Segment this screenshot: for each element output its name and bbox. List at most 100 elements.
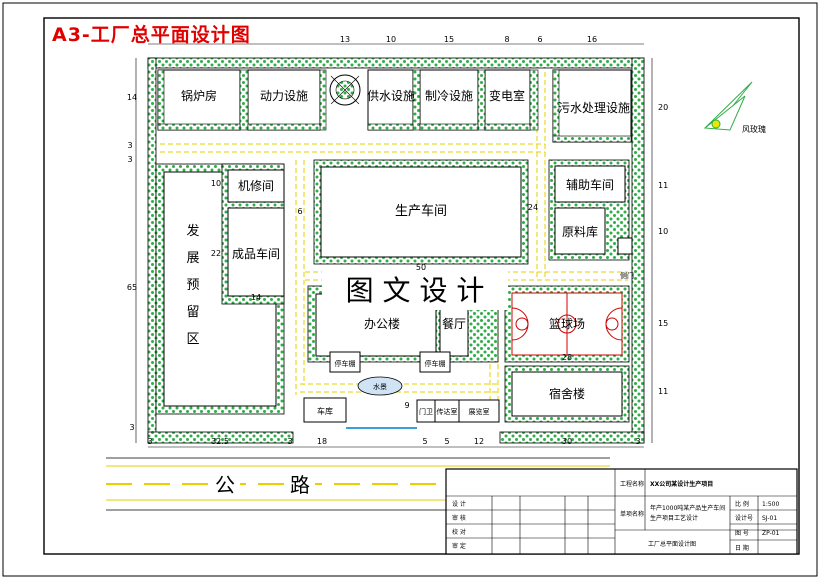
label-power: 动力设施 — [260, 89, 308, 103]
tb-right-label-1: 比 例 — [735, 500, 749, 508]
tb-sub-name-1: 年产1000吨某产品生产车间 — [650, 504, 725, 512]
round-feature-icon — [329, 74, 361, 106]
label-canteen: 餐厅 — [442, 316, 466, 331]
dim-top-4: 8 — [504, 35, 509, 44]
svg-text:展: 展 — [186, 251, 199, 266]
tb-project-label: 工程名称 — [620, 480, 644, 488]
dim-right-1: 20 — [658, 103, 668, 112]
dim-left-3: 3 — [129, 423, 134, 432]
tb-right-label-3: 图 号 — [735, 530, 749, 537]
dim-right-2: 11 — [658, 181, 668, 190]
tb-drawing-title: 工厂总平面设计图 — [648, 540, 696, 548]
basketball-court: 篮球场 — [504, 285, 630, 363]
tb-sub-label: 单项名称 — [620, 510, 644, 518]
dim-top-6: 16 — [587, 35, 597, 44]
tb-row-1: 设 计 — [452, 500, 466, 508]
dim-left-1: 14 — [127, 93, 137, 102]
dim-top-2: 10 — [386, 35, 396, 44]
dim-bottom-7: 12 — [474, 437, 484, 446]
right-dimensions: 20 11 10 15 11 — [658, 103, 668, 396]
road-label-1: 公 — [215, 473, 235, 497]
label-gate: 门卫 — [419, 407, 433, 416]
label-substation: 变电室 — [489, 88, 525, 103]
label-pond: 水景 — [373, 382, 387, 391]
label-bike: 停车棚 — [335, 359, 356, 368]
tb-right-label-2: 设计号 — [735, 514, 753, 522]
green-belt-boundary — [147, 57, 645, 444]
production-workshop: 生产车间 — [313, 159, 529, 265]
label-reception: 传达室 — [437, 407, 458, 416]
dim-misc-6: 6 — [297, 207, 302, 216]
dim-bottom-8: 30 — [562, 437, 572, 446]
dim-right-5: 11 — [658, 387, 668, 396]
svg-text:发: 发 — [186, 223, 199, 239]
dim-misc-2: 28 — [562, 353, 572, 362]
dim-bottom-1: 3 — [147, 437, 152, 446]
label-sewage: 污水处理设施 — [558, 101, 630, 115]
dim-bottom-4: 18 — [317, 437, 327, 446]
label-cooling: 制冷设施 — [425, 89, 473, 103]
dim-misc-1: 50 — [416, 263, 426, 272]
dim-bottom-9: 3 — [635, 437, 640, 446]
top-row: 锅炉房 动力设施 供水设施 制冷设施 变电室 污水处理设施 — [157, 69, 632, 143]
dim-misc-5: 10 — [211, 179, 221, 188]
dormitory: 宿舍楼 — [504, 365, 630, 423]
label-exhibition: 展览室 — [469, 407, 490, 416]
label-auxiliary: 辅助车间 — [566, 177, 614, 192]
label-office: 办公楼 — [364, 316, 400, 331]
label-repair: 机修间 — [238, 178, 274, 193]
dim-misc-3: 14 — [251, 293, 261, 302]
label-north: 风玫瑰 — [742, 124, 766, 134]
label-production: 生产车间 — [395, 203, 447, 219]
label-boiler: 锅炉房 — [181, 88, 217, 103]
dim-misc-9: 3 — [127, 141, 132, 150]
svg-text:预: 预 — [186, 278, 199, 293]
pond: 水景 — [357, 376, 403, 396]
label-basketball: 篮球场 — [549, 316, 585, 331]
dim-right-3: 10 — [658, 227, 668, 236]
tb-row-4: 审 定 — [452, 542, 466, 550]
dim-misc-8: 9 — [404, 401, 409, 410]
dim-misc-7: 24 — [528, 203, 538, 212]
tb-right-value-3: ZP-01 — [762, 530, 780, 537]
svg-text:留: 留 — [186, 305, 199, 320]
north-arrow-icon: 风玫瑰 — [703, 81, 766, 134]
left-block: 机修间 成品车间 发展 预留区 — [155, 163, 285, 415]
dim-bottom-2: 32.5 — [211, 437, 229, 446]
label-reserve: 发展 预留区 — [186, 223, 199, 347]
dim-left-2: 65 — [127, 283, 137, 292]
svg-text:区: 区 — [186, 332, 199, 347]
label-smallgate: 侧门 — [620, 271, 634, 280]
watermark: 图 文 设 计 — [346, 274, 485, 307]
dim-misc-10: 3 — [127, 155, 132, 164]
tb-right-value-2: SJ-01 — [762, 515, 777, 522]
left-dimensions: 14 65 3 — [127, 93, 137, 432]
dim-bottom-5: 5 — [422, 437, 427, 446]
dimension-lines — [135, 43, 653, 448]
page-title: A3-工厂总平面设计图 — [52, 24, 251, 46]
dim-bottom-6: 5 — [444, 437, 449, 446]
label-water: 供水设施 — [367, 89, 415, 103]
tb-row-2: 审 核 — [452, 514, 466, 522]
tb-project-name: XX公司某设计生产项目 — [650, 480, 713, 488]
label-product: 成品车间 — [232, 246, 280, 261]
label-bike2: 停车棚 — [425, 359, 446, 368]
label-garage: 车库 — [317, 406, 333, 416]
inner-frame — [43, 17, 800, 555]
dim-misc-4: 22 — [211, 249, 221, 258]
dim-right-4: 15 — [658, 319, 668, 328]
tb-right-value-1: 1:500 — [762, 501, 779, 508]
dim-top-1: 13 — [340, 35, 350, 44]
gate-area: 车库 门卫 传达室 展览室 — [303, 397, 500, 429]
label-raw: 原料库 — [562, 224, 598, 239]
public-road: 公 路 — [106, 457, 610, 511]
right-block: 辅助车间 原料库 侧门 — [548, 159, 634, 280]
tb-right-label-4: 日 期 — [735, 544, 749, 552]
top-dimensions: 13 10 15 8 6 16 — [340, 35, 597, 44]
tb-row-3: 校 对 — [452, 528, 466, 536]
tb-sub-name-2: 生产项目工艺设计 — [650, 514, 698, 522]
title-block: 工程名称 XX公司某设计生产项目 单项名称 年产1000吨某产品生产车间 生产项… — [445, 468, 798, 555]
road-label-2: 路 — [290, 473, 310, 497]
